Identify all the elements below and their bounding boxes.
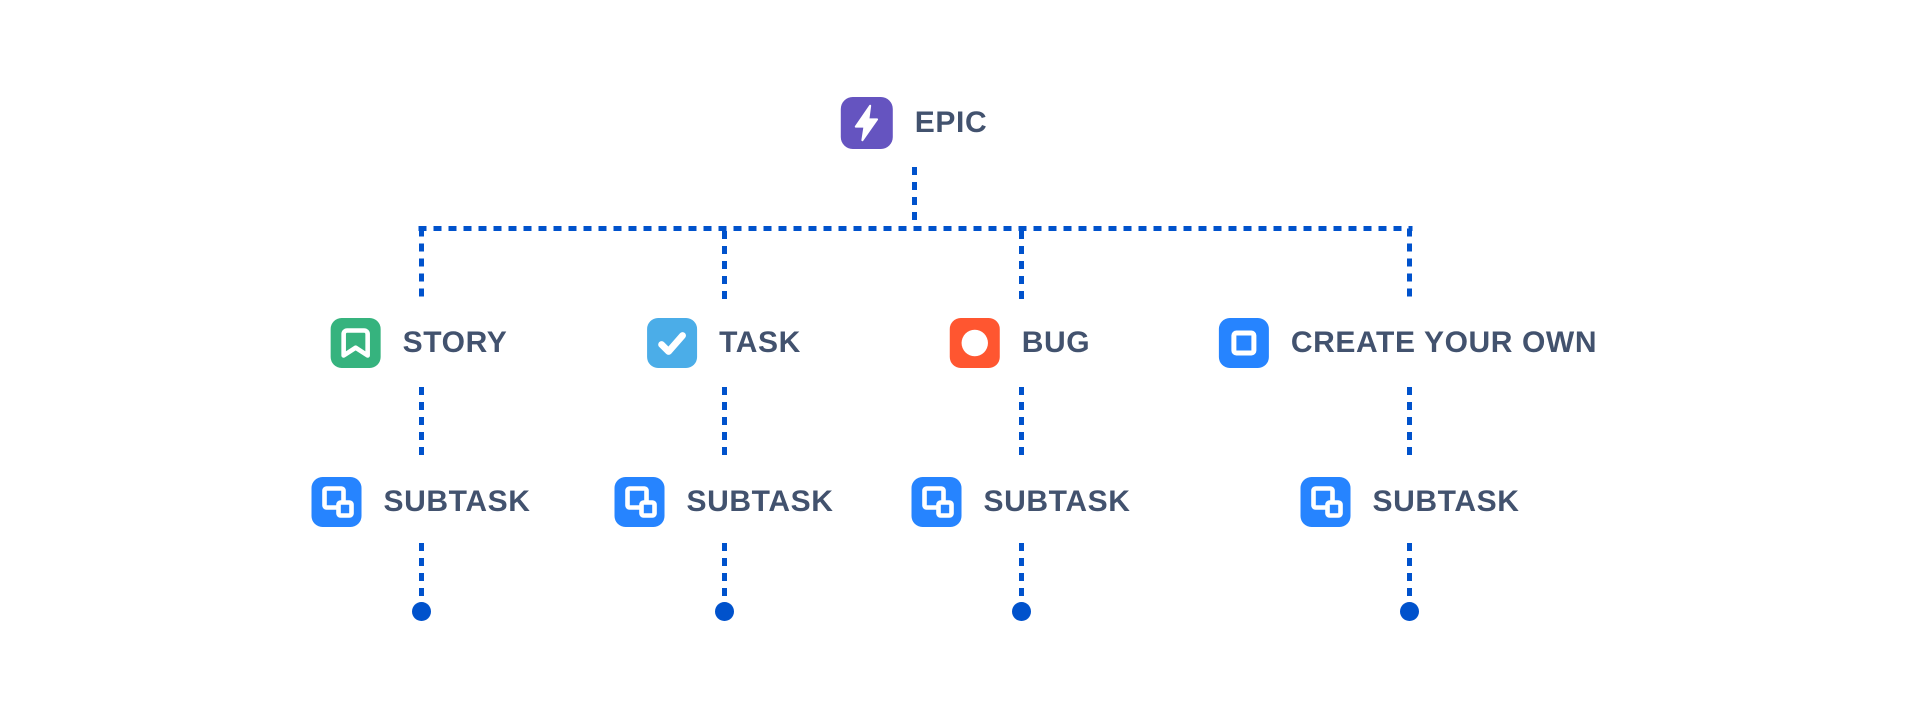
custom-square-icon [1218,318,1269,368]
subtask-label: SUBTASK [1372,485,1520,518]
subtask-label: SUBTASK [686,485,834,518]
bug-node: BUG [949,318,1091,368]
epic-lightning-icon [840,97,893,149]
subtask-node-bug: SUBTASK [911,477,1131,527]
create-your-own-node: CREATE YOUR OWN [1218,318,1598,368]
subtask-icon [614,477,665,527]
task-label: TASK [719,326,801,359]
epic-node: EPIC [840,97,988,149]
subtask-label: SUBTASK [383,485,531,518]
connector-lines [418,167,1413,598]
subtask-node-story: SUBTASK [311,477,531,527]
subtask-node-custom: SUBTASK [1300,477,1520,527]
subtask-icon [911,477,962,527]
task-checkmark-icon [647,318,698,368]
bug-circle-icon [949,318,1000,368]
story-label: STORY [402,326,508,359]
subtask-label: SUBTASK [983,485,1131,518]
epic-label: EPIC [914,106,988,139]
subtask-icon [1300,477,1351,527]
connector-end-dots [412,602,1419,621]
story-node: STORY [330,318,508,368]
story-bookmark-icon [330,318,381,368]
subtask-icon [311,477,362,527]
subtask-node-task: SUBTASK [614,477,834,527]
create-your-own-label: CREATE YOUR OWN [1290,326,1598,359]
bug-label: BUG [1021,326,1091,359]
task-node: TASK [647,318,801,368]
